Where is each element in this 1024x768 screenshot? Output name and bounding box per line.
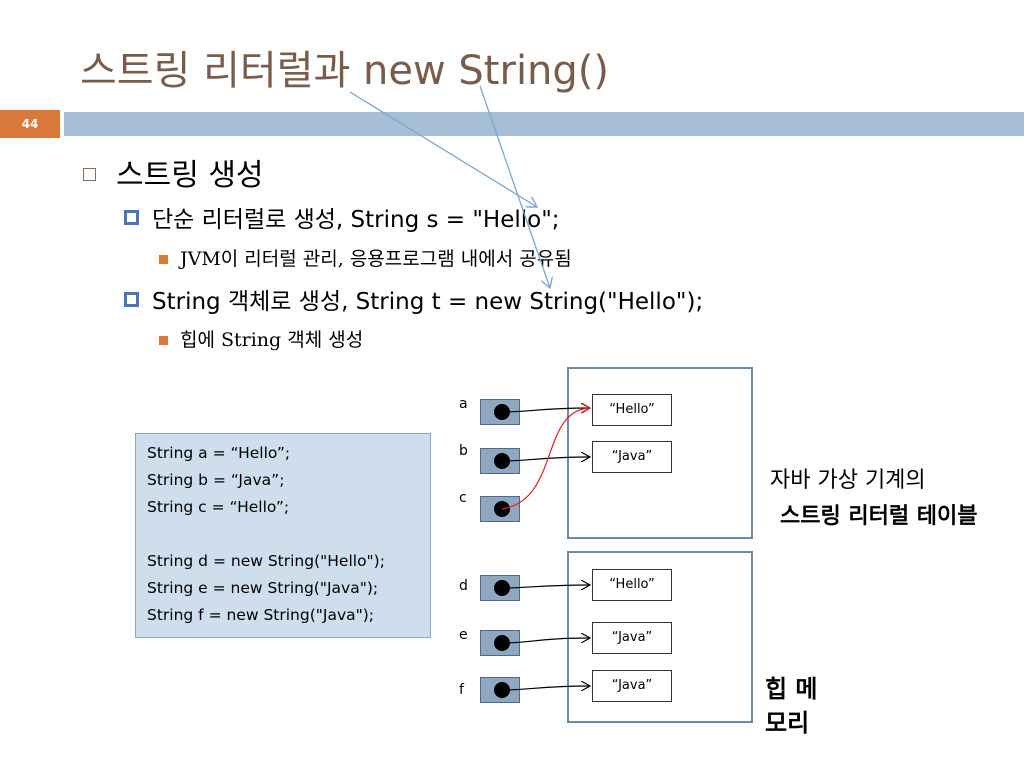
code-line: String a = “Hello”; xyxy=(147,444,291,462)
var-label-f: f xyxy=(459,682,464,698)
heap-region xyxy=(567,551,753,723)
var-label-d: d xyxy=(459,578,468,594)
annotation-arrow-literal xyxy=(349,91,537,207)
var-label-c: c xyxy=(459,490,467,506)
annotation-arrow-new-string xyxy=(479,85,550,288)
pointer-arrow-e xyxy=(501,638,590,644)
heap-hello-box: “Hello” xyxy=(592,569,672,601)
code-line: String f = new String("Java"); xyxy=(147,606,375,624)
slide-title: 스트링 리터럴과 new String() xyxy=(80,48,610,94)
literal-hello-box: “Hello” xyxy=(592,394,672,426)
pointer-arrow-c xyxy=(501,408,590,510)
var-label-a: a xyxy=(459,396,468,412)
heap-java-box: “Java” xyxy=(592,670,672,702)
bullet-square-icon xyxy=(124,292,139,307)
code-sample-box: String a = “Hello”; String b = “Java”; S… xyxy=(135,433,431,638)
code-line: String e = new String("Java"); xyxy=(147,579,379,597)
var-label-b: b xyxy=(459,443,468,459)
heap-memory-label: 힙 메모리 xyxy=(765,675,818,737)
bullet-level1-text: 스트링 생성 xyxy=(116,158,264,193)
bullet-object-creation: String 객체로 생성, String t = new String("He… xyxy=(152,289,704,315)
code-line: String b = “Java”; xyxy=(147,471,285,489)
bullet-square-icon xyxy=(159,336,168,345)
pointer-arrow-d xyxy=(501,585,590,588)
bullet-square-icon xyxy=(83,168,96,181)
bullet-square-icon xyxy=(124,210,139,225)
pointer-arrow-b xyxy=(501,457,590,461)
pointer-arrow-a xyxy=(501,408,590,412)
jvm-label-line2: 스트링 리터럴 테이블 xyxy=(780,504,978,529)
heap-java-box: “Java” xyxy=(592,622,672,654)
bullet-square-icon xyxy=(159,255,168,264)
bullet-literal-creation: 단순 리터럴로 생성, String s = "Hello"; xyxy=(152,207,560,233)
bullet-object-sub: 힙에 String 객체 생성 xyxy=(180,329,364,351)
literal-table-region xyxy=(567,367,753,539)
code-line: String c = “Hello”; xyxy=(147,498,290,516)
code-line: String d = new String("Hello"); xyxy=(147,552,385,570)
slide-number: 44 xyxy=(0,110,60,138)
pointer-arrow-f xyxy=(501,686,590,690)
bullet-literal-sub: JVM이 리터럴 관리, 응용프로그램 내에서 공유됨 xyxy=(180,248,572,270)
jvm-label-line1: 자바 가상 기계의 xyxy=(770,468,926,493)
var-label-e: e xyxy=(459,627,468,643)
literal-java-box: “Java” xyxy=(592,441,672,473)
title-divider-bar xyxy=(64,112,1024,136)
